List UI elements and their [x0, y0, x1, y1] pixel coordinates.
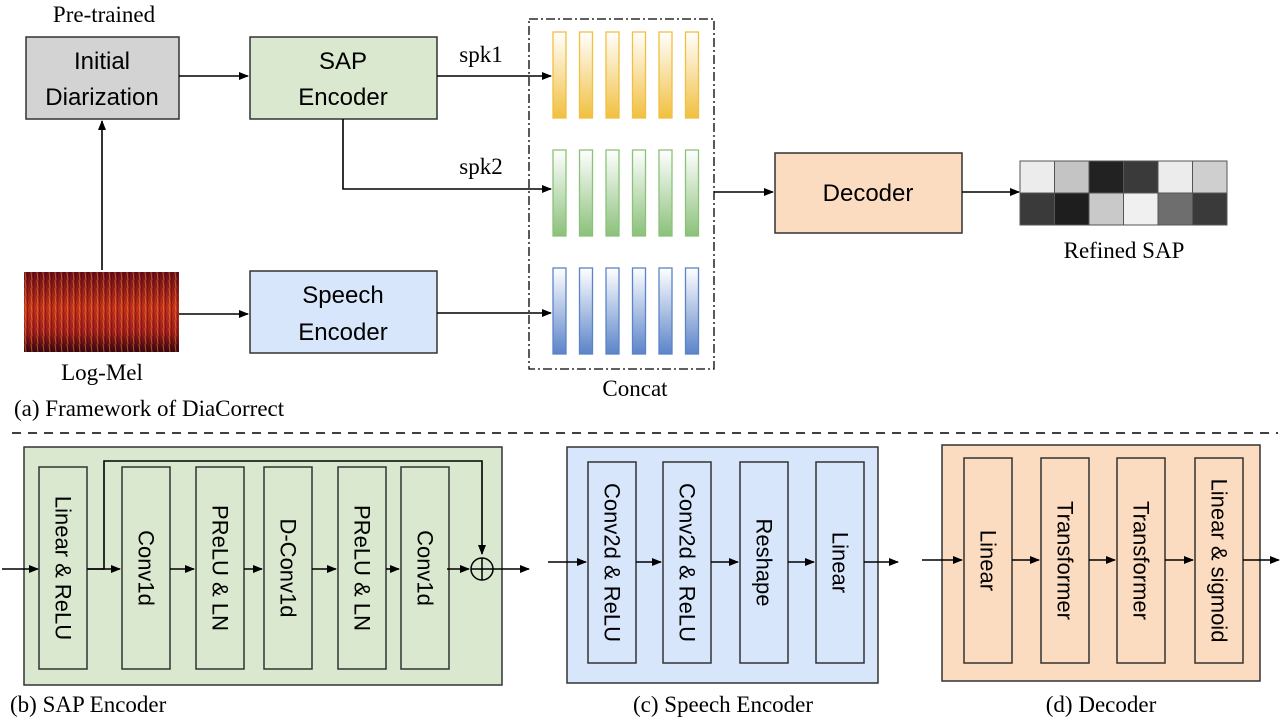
pretrained-label: Pre-trained	[53, 2, 156, 27]
speech-blocks-block	[739, 461, 789, 664]
sap-blocks-block	[121, 466, 171, 670]
spk2-embedding-bar	[578, 149, 594, 237]
spk1-embedding-bar	[658, 31, 673, 119]
log-mel-label: Log-Mel	[61, 360, 143, 385]
sap-blocks-block-label: Linear & ReLU	[51, 496, 76, 640]
sap-grid-cell	[1123, 192, 1159, 226]
sap-blocks-block	[337, 466, 387, 670]
speech-embedding-bar	[631, 267, 647, 355]
speech-encoder-line2: Encoder	[298, 319, 387, 346]
decoder-label: Decoder	[823, 180, 914, 207]
speech-embedding-bar	[684, 267, 700, 355]
spk2-embedding-bar	[552, 149, 567, 237]
speech-embedding-bar	[658, 267, 673, 355]
speech-embedding-bar	[605, 267, 620, 355]
sap-encoder-blocks: Linear & ReLU Conv1d PReLU & LN D-Conv1d PRe…	[38, 466, 450, 670]
speech-blocks-block-label: Linear	[828, 532, 853, 593]
sap-blocks-block	[400, 466, 450, 670]
sap-blocks-block-label: PReLU & LN	[208, 505, 233, 631]
decoder-blocks: Linear Transformer Transformer Linear & sig…	[963, 457, 1244, 664]
residual-path	[88, 460, 486, 570]
refined-sap-grid	[1019, 160, 1228, 226]
speech-blocks-block-label: Reshape	[752, 518, 777, 606]
sap-encoder-line1: SAP	[319, 48, 367, 75]
sap-blocks-block-label: Conv1d	[134, 530, 159, 606]
sap-blocks-block-label: D-Conv1d	[276, 518, 301, 617]
caption-c: (c) Speech Encoder	[633, 692, 813, 717]
embedding-bars	[552, 31, 700, 355]
speech-embedding-bar	[552, 267, 567, 355]
sap-blocks-block	[263, 466, 313, 670]
spk2-embedding-bar	[658, 149, 673, 237]
sap-grid-cell	[1157, 160, 1193, 194]
sap-blocks-block-label: Conv1d	[413, 530, 438, 606]
spk1-embedding-bar	[684, 31, 700, 119]
spk1-embedding-bar	[605, 31, 620, 119]
sap-grid-cell	[1088, 192, 1124, 226]
sap-blocks-block	[38, 466, 88, 670]
initial-diarization-line1: Initial	[74, 48, 130, 75]
sap-grid-cell	[1123, 160, 1159, 194]
sap-grid-cell	[1088, 160, 1124, 194]
decoder-blocks-block-label: Transformer	[1053, 501, 1078, 620]
spk1-embedding-bar	[631, 31, 647, 119]
decoder-blocks-block	[963, 457, 1013, 664]
sap-grid-cell	[1192, 192, 1228, 226]
decoder-blocks-block-label: Linear & sigmoid	[1207, 479, 1232, 643]
speech-embedding-bar	[578, 267, 594, 355]
speech-encoder-box	[249, 270, 438, 354]
spk2-embedding-bar	[605, 149, 620, 237]
decoder-box	[774, 152, 963, 234]
arrow-spk2	[342, 119, 552, 193]
speech-blocks-block	[587, 461, 637, 664]
speech-blocks-block-label: Conv2d & ReLU	[675, 483, 700, 642]
sap-blocks-block-label: PReLU & LN	[350, 505, 375, 631]
sap-grid-cell	[1054, 160, 1090, 194]
decoder-blocks-block-label: Linear	[976, 530, 1001, 591]
spk1-embedding-bar	[552, 31, 567, 119]
concat-box	[528, 18, 715, 370]
sap-grid-cell	[1054, 192, 1090, 226]
refined-sap-label: Refined SAP	[1064, 238, 1185, 263]
sap-encoder-box	[249, 36, 438, 120]
caption-a: (a) Framework of DiaCorrect	[14, 396, 285, 421]
sap-grid-cell	[1019, 160, 1055, 194]
speech-blocks-block-label: Conv2d & ReLU	[600, 483, 625, 642]
caption-d: (d) Decoder	[1046, 692, 1157, 717]
spk1-embedding-bar	[578, 31, 594, 119]
speech-blocks-block	[662, 461, 712, 664]
sap-encoder-line2: Encoder	[298, 84, 387, 111]
speech-encoder-blocks: Conv2d & ReLU Conv2d & ReLU Reshape Linear	[587, 461, 865, 664]
decoder-blocks-block	[1040, 457, 1090, 664]
initial-diarization-line2: Diarization	[45, 84, 158, 111]
speech-encoder-line1: Speech	[302, 282, 383, 309]
sap-grid-cell	[1192, 160, 1228, 194]
decoder-blocks-block-label: Transformer	[1129, 501, 1154, 620]
sap-blocks-block	[195, 466, 245, 670]
caption-b: (b) SAP Encoder	[10, 692, 167, 717]
spk2-embedding-bar	[631, 149, 647, 237]
decoder-blocks-block	[1194, 457, 1244, 664]
speech-blocks-block	[815, 461, 865, 664]
initial-diarization-box	[25, 36, 180, 120]
concat-label: Concat	[602, 376, 668, 401]
sap-grid-cell	[1157, 192, 1193, 226]
spk1-label: spk1	[459, 42, 502, 67]
spk2-embedding-bar	[684, 149, 700, 237]
spk2-label: spk2	[459, 154, 502, 179]
sap-grid-cell	[1019, 192, 1055, 226]
